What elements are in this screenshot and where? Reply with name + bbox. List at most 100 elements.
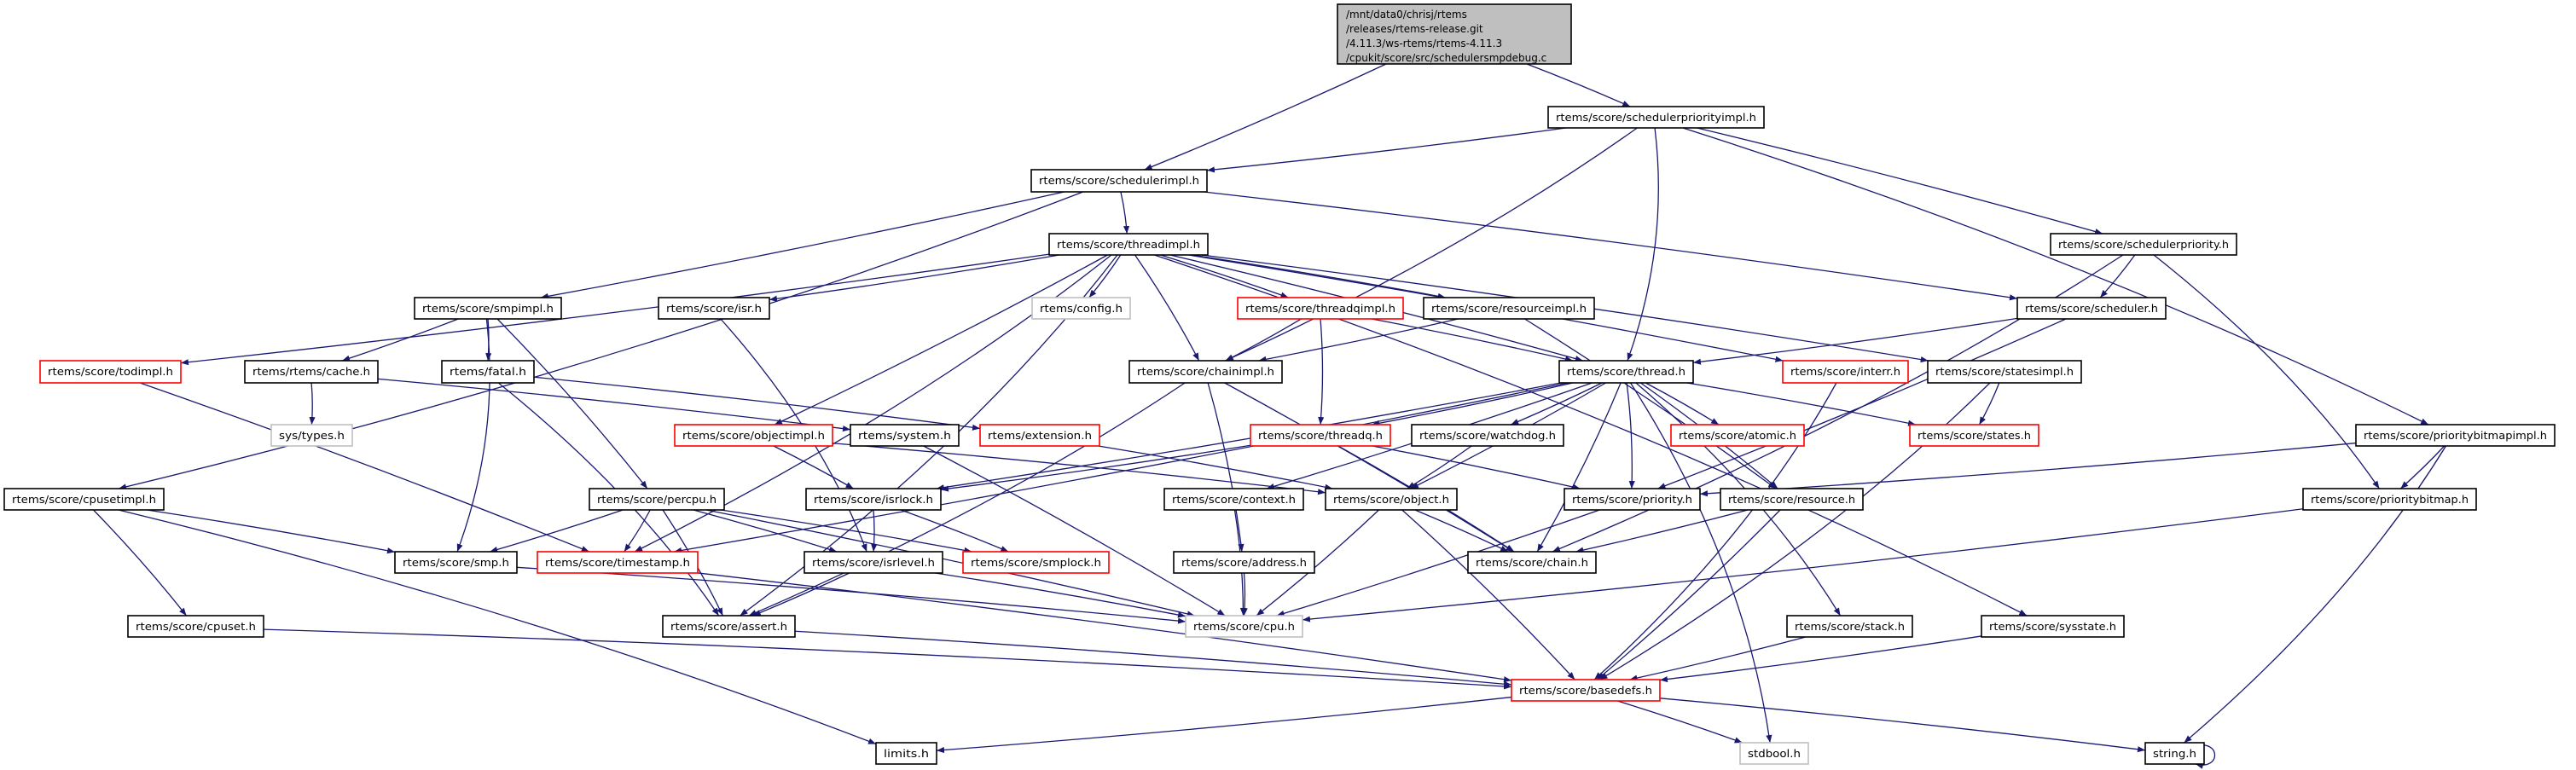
header-node-scheduler[interactable]: rtems/score/scheduler.h — [2016, 297, 2167, 320]
header-node-thread[interactable]: rtems/score/thread.h — [1558, 360, 1694, 384]
header-node-system[interactable]: rtems/system.h — [850, 424, 960, 447]
node-label: rtems/score/threadqimpl.h — [1245, 303, 1395, 315]
node-label: rtems/score/threadq.h — [1258, 430, 1383, 442]
node-label: rtems/score/watchdog.h — [1419, 430, 1556, 442]
edge-scheduler-to-priority — [1657, 318, 2067, 489]
header-node-stack[interactable]: rtems/score/stack.h — [1786, 615, 1913, 638]
edge-thread-to-states — [1686, 382, 1917, 426]
header-node-isrlock[interactable]: rtems/score/isrlock.h — [805, 488, 942, 511]
header-node-todimpl[interactable]: rtems/score/todimpl.h — [39, 360, 182, 384]
edge-schedprio-to-pbm — [2153, 254, 2380, 489]
header-node-timestamp[interactable]: rtems/score/timestamp.h — [537, 551, 699, 574]
header-node-config[interactable]: rtems/config.h — [1031, 297, 1131, 320]
header-node-watchdog[interactable]: rtems/score/watchdog.h — [1411, 424, 1564, 447]
header-node-chain[interactable]: rtems/score/chain.h — [1467, 551, 1597, 574]
header-node-interr[interactable]: rtems/score/interr.h — [1782, 360, 1909, 384]
edge-smp-to-cpu — [516, 566, 1186, 624]
node-box — [1739, 742, 1809, 765]
header-node-fatal[interactable]: rtems/fatal.h — [441, 360, 535, 384]
edge-src-to-spi — [1526, 63, 1631, 107]
node-box — [1030, 169, 1208, 193]
header-node-basedefs[interactable]: rtems/score/basedefs.h — [1511, 679, 1661, 702]
edge-stack-to-basedefs — [1629, 636, 1807, 681]
header-node-threadqimpl[interactable]: rtems/score/threadqimpl.h — [1237, 297, 1404, 320]
header-node-states[interactable]: rtems/score/states.h — [1909, 424, 2039, 447]
edge-resource-to-basedefs — [1597, 509, 1781, 680]
header-node-schedprio[interactable]: rtems/score/schedulerpriority.h — [2050, 233, 2237, 256]
node-box — [662, 615, 796, 638]
edge-extension-to-object — [1098, 445, 1333, 490]
header-node-cpusetimpl[interactable]: rtems/score/cpusetimpl.h — [3, 488, 165, 511]
node-label: rtems/score/isr.h — [666, 303, 762, 315]
node-box — [658, 297, 770, 320]
header-node-percpu[interactable]: rtems/score/percpu.h — [589, 488, 725, 511]
node-box — [127, 615, 264, 638]
node-label: rtems/score/atomic.h — [1679, 430, 1796, 442]
node-box — [850, 424, 960, 447]
header-node-cpuset[interactable]: rtems/score/cpuset.h — [127, 615, 264, 638]
node-label: string.h — [2153, 748, 2196, 760]
node-box — [1927, 360, 2082, 384]
edge-thread-to-stdbool — [1629, 382, 1772, 744]
node-label: rtems/system.h — [858, 430, 951, 442]
header-node-cpu[interactable]: rtems/score/cpu.h — [1185, 615, 1303, 638]
header-node-stdbool[interactable]: stdbool.h — [1739, 742, 1809, 765]
header-node-isrlevel[interactable]: rtems/score/isrlevel.h — [804, 551, 943, 574]
header-node-smpimpl[interactable]: rtems/score/smpimpl.h — [414, 297, 562, 320]
edge-isrlevel-to-assert — [752, 572, 850, 617]
header-node-address[interactable]: rtems/score/address.h — [1173, 551, 1315, 574]
node-box — [1782, 360, 1909, 384]
header-node-string[interactable]: string.h — [2144, 742, 2205, 765]
edge-chainimpl-to-assert — [748, 382, 1186, 617]
header-node-resourceimpl[interactable]: rtems/score/resourceimpl.h — [1423, 297, 1595, 320]
edge-threadqimpl-to-threadq — [1318, 318, 1325, 426]
edge-chainimpl-to-chain — [1224, 382, 1514, 553]
node-box — [2144, 742, 2205, 765]
edge-threadimpl-to-threadqimpl — [1160, 254, 1289, 298]
source-path-line: /4.11.3/ws-rtems/rtems-4.11.3 — [1346, 38, 1502, 49]
header-node-spi[interactable]: rtems/score/schedulerpriorityimpl.h — [1547, 106, 1765, 129]
header-node-statesimpl[interactable]: rtems/score/statesimpl.h — [1927, 360, 2082, 384]
header-node-context[interactable]: rtems/score/context.h — [1163, 488, 1304, 511]
node-label: rtems/score/basedefs.h — [1519, 685, 1652, 697]
node-box — [270, 424, 353, 447]
header-node-systypes[interactable]: sys/types.h — [270, 424, 353, 447]
header-node-assert[interactable]: rtems/score/assert.h — [662, 615, 796, 638]
header-node-extension[interactable]: rtems/extension.h — [979, 424, 1100, 447]
edge-pbmimpl-to-pbm — [2399, 445, 2445, 489]
header-node-isr[interactable]: rtems/score/isr.h — [658, 297, 770, 320]
header-node-cache[interactable]: rtems/rtems/cache.h — [244, 360, 379, 384]
node-box — [1173, 551, 1315, 574]
node-box — [1163, 488, 1304, 511]
header-node-threadq[interactable]: rtems/score/threadq.h — [1250, 424, 1391, 447]
header-node-pbm[interactable]: rtems/score/prioritybitmap.h — [2302, 488, 2477, 511]
node-box — [394, 551, 518, 574]
edge-spi-to-thread — [1627, 127, 1659, 362]
edge-objectimpl-to-isrlock — [773, 445, 854, 489]
header-node-object[interactable]: rtems/score/object.h — [1325, 488, 1458, 511]
node-label: rtems/score/schedulerpriority.h — [2058, 239, 2229, 251]
header-node-schedimpl[interactable]: rtems/score/schedulerimpl.h — [1030, 169, 1208, 193]
header-node-resource[interactable]: rtems/score/resource.h — [1720, 488, 1864, 511]
edge-system-to-cpu — [923, 445, 1226, 617]
header-node-chainimpl[interactable]: rtems/score/chainimpl.h — [1128, 360, 1283, 384]
edge-interr-to-basedefs — [1593, 382, 1837, 680]
header-node-threadimpl[interactable]: rtems/score/threadimpl.h — [1048, 233, 1209, 256]
header-node-atomic[interactable]: rtems/score/atomic.h — [1670, 424, 1805, 447]
node-label: rtems/score/smpimpl.h — [422, 303, 554, 315]
source-file-node[interactable]: /mnt/data0/chrisj/rtems/releases/rtems-r… — [1337, 3, 1572, 65]
header-node-smplock[interactable]: rtems/score/smplock.h — [962, 551, 1110, 574]
edge-statesimpl-to-states — [1978, 382, 2000, 426]
node-box — [1558, 360, 1694, 384]
header-node-objectimpl[interactable]: rtems/score/objectimpl.h — [674, 424, 833, 447]
node-label: rtems/score/percpu.h — [597, 494, 717, 506]
header-node-limits[interactable]: limits.h — [875, 742, 937, 765]
header-node-smp[interactable]: rtems/score/smp.h — [394, 551, 518, 574]
header-node-pbmimpl[interactable]: rtems/score/prioritybitmapimpl.h — [2355, 424, 2556, 447]
header-node-priority[interactable]: rtems/score/priority.h — [1564, 488, 1701, 511]
edge-thread-to-threadq — [1372, 382, 1574, 426]
edge-objectimpl-to-object — [832, 443, 1326, 495]
node-label: rtems/score/assert.h — [670, 621, 787, 633]
header-node-sysstate[interactable]: rtems/score/sysstate.h — [1981, 615, 2125, 638]
edge-src-to-schedimpl — [1144, 63, 1387, 171]
